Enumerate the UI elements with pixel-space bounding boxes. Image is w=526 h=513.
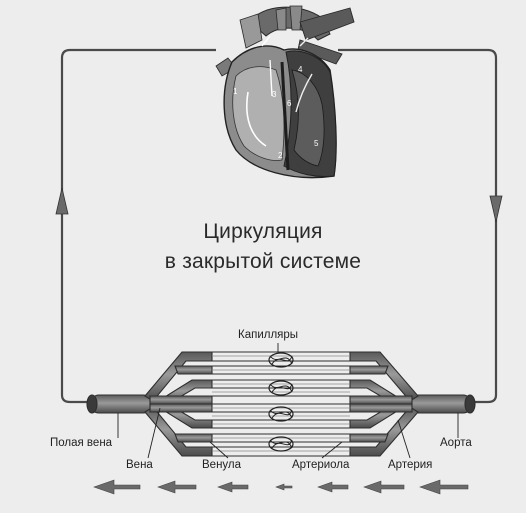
heart-number: 2 xyxy=(278,151,283,160)
circulation-loop xyxy=(55,48,503,404)
heart-illustration xyxy=(215,5,355,179)
heart-number: 6 xyxy=(287,99,292,108)
label-artery: Артерия xyxy=(388,459,433,471)
label-vein: Вена xyxy=(126,459,153,471)
capillary-bed xyxy=(212,403,350,429)
vessel-network xyxy=(86,351,476,457)
up-arrow-icon xyxy=(55,187,69,215)
heart-number: 1 xyxy=(233,87,238,96)
venule-branch xyxy=(174,365,213,375)
capillary-beds xyxy=(212,351,350,457)
label-leader-lines xyxy=(117,343,459,459)
heart-number: 3 xyxy=(272,90,277,99)
diagram-title-line-1: Циркуляция xyxy=(203,220,323,243)
left-arrow-icon xyxy=(419,479,469,495)
arteriole-branch xyxy=(349,395,413,405)
return-path-line xyxy=(60,48,216,404)
down-arrow-icon xyxy=(489,195,503,223)
heart-number: 5 xyxy=(314,139,319,148)
left-arrow-icon xyxy=(363,480,405,494)
label-aorta: Аорта xyxy=(440,437,472,449)
venule-branch xyxy=(149,395,213,405)
arteriole-branch xyxy=(349,365,389,375)
capillary-bed xyxy=(212,379,350,397)
left-arrow-icon xyxy=(217,481,249,493)
venule-branch xyxy=(174,433,213,443)
label-vena-cava: Полая вена xyxy=(50,437,113,449)
heart-number: 4 xyxy=(298,65,303,74)
outflow-path-line xyxy=(338,48,498,404)
label-venule: Венула xyxy=(202,459,242,471)
label-arteriole: Артериола xyxy=(292,459,350,471)
heart-chamber-numbers: 1 2 3 4 5 6 xyxy=(233,65,319,160)
flow-direction-arrows xyxy=(93,479,469,495)
arteriole-branch xyxy=(349,403,413,413)
left-arrow-icon xyxy=(317,481,349,493)
capillary-bed xyxy=(212,433,350,457)
diagram-title-line-2: в закрытой системе xyxy=(164,250,362,273)
capillary-bed xyxy=(212,351,350,375)
vena-cava-vessel xyxy=(89,394,153,414)
arteriole-branch xyxy=(349,433,389,443)
left-arrow-icon xyxy=(275,483,293,491)
label-capillaries: Капилляры xyxy=(238,329,299,341)
left-arrow-icon xyxy=(93,479,141,495)
aorta-vessel xyxy=(409,394,473,414)
left-arrow-icon xyxy=(157,480,197,494)
